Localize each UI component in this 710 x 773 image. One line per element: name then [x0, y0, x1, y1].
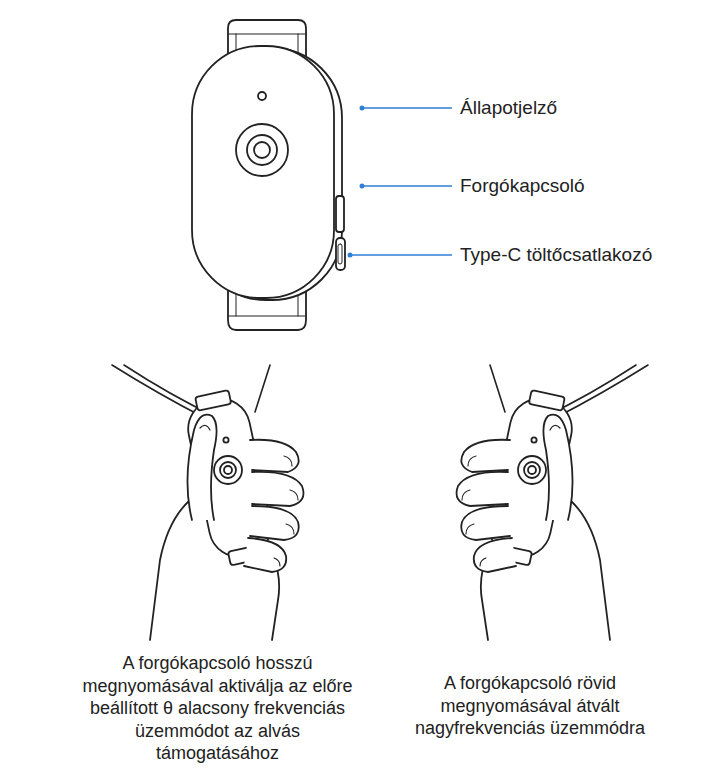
leader-line	[362, 107, 452, 109]
part-label: Állapotjelző	[460, 96, 557, 120]
part-label: Forgókapcsoló	[460, 174, 585, 198]
rotary-switch	[336, 196, 344, 232]
hand-long-press	[112, 365, 304, 640]
hand-short-press	[457, 365, 649, 640]
camera-outer	[236, 124, 288, 176]
status-indicator	[258, 92, 266, 100]
part-label: Type-C töltőcsatlakozó	[460, 243, 652, 267]
leader-line	[350, 254, 452, 256]
caption-text: A forgókapcsoló hosszú megnyomásával akt…	[80, 652, 355, 765]
device-body	[192, 46, 334, 298]
type-c-port	[336, 238, 345, 270]
leader-line	[362, 185, 452, 187]
caption-text: A forgókapcsoló rövid megnyomásával átvá…	[405, 672, 655, 740]
